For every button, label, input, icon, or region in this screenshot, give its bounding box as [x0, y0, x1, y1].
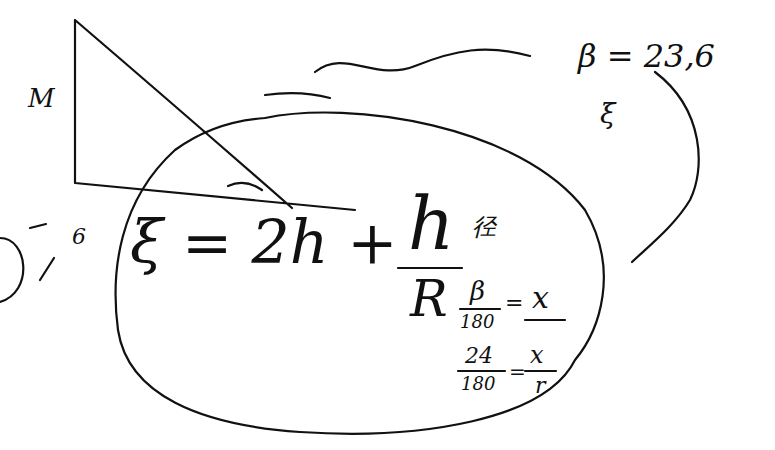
handwritten-label: 径 [472, 215, 496, 239]
fraction-bar [525, 319, 565, 321]
enclosing-loop [116, 112, 604, 433]
triangle [75, 20, 355, 210]
partial-circle [0, 238, 23, 302]
handwritten-label: ξ [600, 100, 615, 128]
handwritten-label: ξ = 2h + [130, 212, 398, 272]
handwritten-label: β [470, 278, 485, 304]
handwritten-label: 180 [461, 375, 495, 393]
handwritten-label: x [532, 283, 549, 313]
short-stroke [265, 93, 330, 98]
handwritten-label: = [509, 362, 526, 382]
fraction-bar [525, 370, 556, 372]
handwritten-label: x [530, 343, 544, 367]
handwritten-label: = [505, 292, 523, 314]
slash-mark [40, 258, 54, 280]
handwritten-label: 6 [72, 226, 86, 248]
handwritten-label: r [535, 375, 546, 397]
fraction-bar [398, 267, 462, 269]
handwritten-label: h [408, 188, 454, 260]
fraction-bar [458, 370, 505, 372]
angle-arc [228, 183, 262, 190]
handwritten-label: M [28, 85, 55, 111]
handwritten-label: β = 23,6 [578, 40, 715, 72]
dash-mark [30, 224, 46, 228]
fraction-bar [460, 308, 500, 310]
side-arc [632, 72, 699, 262]
handwritten-label: 24 [465, 345, 493, 367]
wavy-line [315, 50, 530, 72]
handwritten-label: R [410, 274, 448, 324]
handwritten-label: 180 [460, 313, 494, 331]
